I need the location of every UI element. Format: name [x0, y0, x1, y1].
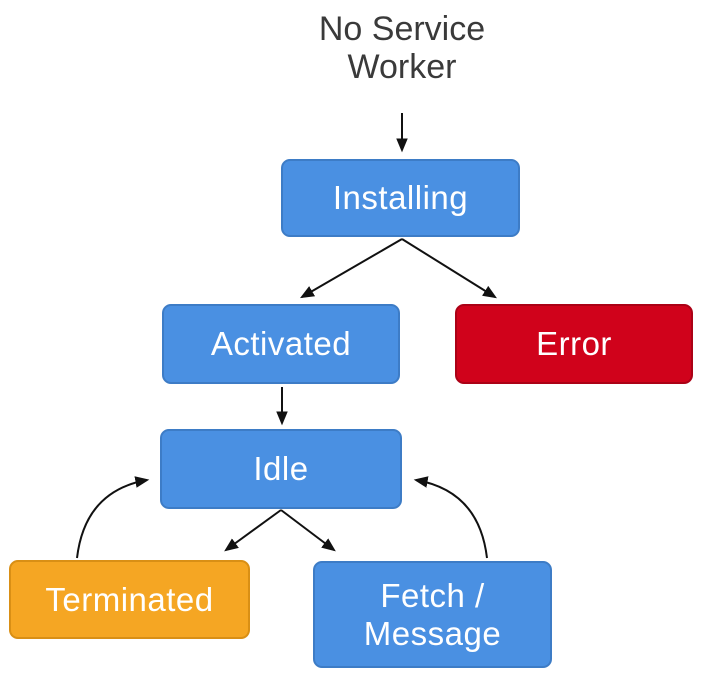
node-terminated: Terminated [9, 560, 250, 639]
node-error: Error [455, 304, 693, 384]
node-label: Activated [210, 325, 352, 362]
node-fetch-message: Fetch / Message [313, 561, 552, 668]
edge-installing-to-activated [299, 238, 403, 299]
node-label: Error [536, 325, 612, 362]
node-label: Installing [332, 179, 469, 216]
edge-idle-to-terminated [224, 509, 282, 552]
diagram-title: No Service Worker [318, 10, 486, 86]
node-activated: Activated [162, 304, 400, 384]
node-installing: Installing [281, 159, 520, 237]
edge-terminated-to-idle [76, 476, 150, 559]
edge-idle-to-fetch-message [280, 509, 336, 552]
node-label: Idle [253, 450, 309, 487]
edge-fetch-message-to-idle [413, 476, 488, 559]
node-idle: Idle [160, 429, 402, 509]
node-label: Fetch / Message [363, 576, 502, 652]
node-label: Terminated [45, 580, 214, 618]
edge-installing-to-error [401, 238, 497, 299]
